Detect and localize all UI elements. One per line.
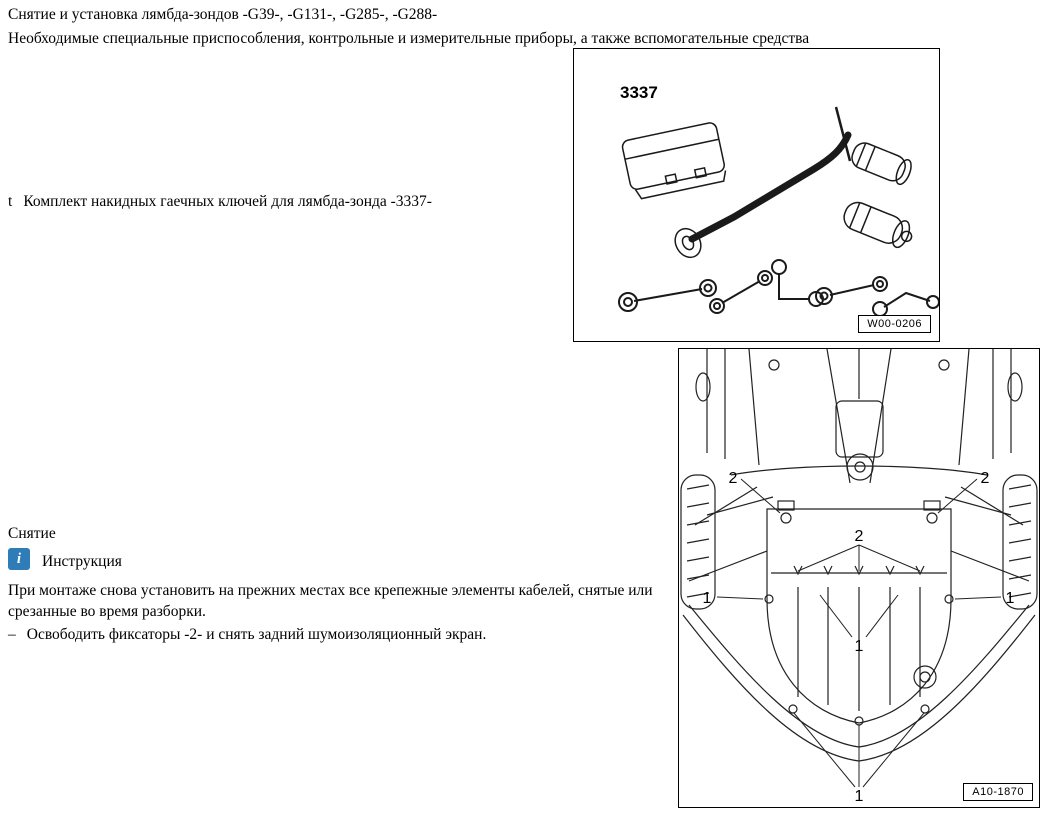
lever-bar: [674, 106, 852, 259]
lambda-socket-1: [851, 142, 912, 186]
chassis-structure: [688, 349, 1030, 582]
tire-left: [680, 474, 716, 610]
noise-insulation-panel: [764, 500, 954, 726]
tool-item-marker: t: [8, 193, 13, 210]
callout-clip-center: 2: [855, 528, 864, 545]
callout-leaders: [716, 478, 1002, 788]
callout-clip-top-right: 2: [981, 470, 990, 487]
note-label: Инструкция: [42, 553, 122, 570]
tool-list-item: t Комплект накидных гаечных ключей для л…: [8, 191, 568, 212]
figure-ref-label: A10-1870: [963, 783, 1033, 801]
note-text: При монтаже снова установить на прежних …: [8, 582, 653, 620]
ring-wrenches: [618, 259, 939, 317]
figure-underbody: 2 2 2 1 1 1 1 A10-1870: [678, 348, 1040, 808]
section-heading-removal: Снятие: [8, 525, 56, 542]
tool-number-label: 3337: [620, 83, 658, 102]
tool-kit-illustration: [618, 106, 939, 317]
page-subtitle: Необходимые специальные приспособления, …: [8, 30, 810, 47]
callout-clip-top-left: 2: [729, 470, 738, 487]
tire-right: [1002, 474, 1038, 610]
step-item: – Освободить фиксаторы -2- и снять задни…: [8, 624, 648, 645]
page-title: Снятие и установка лямбда-зондов -G39-, …: [8, 6, 438, 23]
figure-ref-label: W00-0206: [858, 315, 931, 333]
step-text: Освободить фиксаторы -2- и снять задний …: [26, 626, 487, 643]
step-marker: –: [8, 626, 16, 643]
callout-screw-right: 1: [1006, 590, 1015, 607]
callout-screw-middle: 1: [855, 638, 864, 655]
tool-case: [621, 122, 727, 200]
callout-screw-bottom: 1: [855, 788, 864, 805]
callout-screw-left: 1: [703, 590, 712, 607]
figure-tool-kit: 3337: [573, 48, 940, 342]
tool-item-text: Комплект накидных гаечных ключей для лям…: [23, 193, 432, 210]
underbody-illustration: 2 2 2 1 1 1 1: [680, 349, 1038, 805]
info-icon: i: [8, 548, 30, 570]
lambda-socket-2: [843, 201, 913, 249]
